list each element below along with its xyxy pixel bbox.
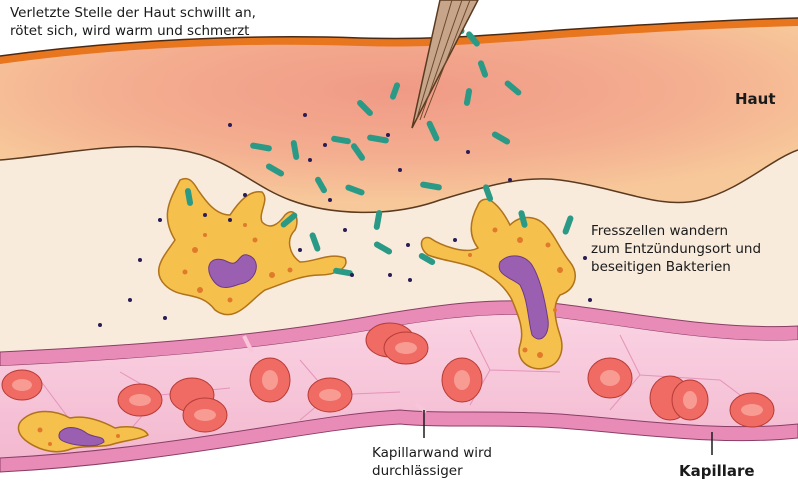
- bacterium: [562, 215, 574, 235]
- bacterium: [463, 88, 473, 106]
- bacterium: [491, 131, 511, 145]
- phagocyte-nucleus: [208, 254, 257, 288]
- red-blood-cell-highlights: [12, 342, 763, 421]
- bacterium: [315, 176, 327, 194]
- caption-line: durchlässiger: [372, 463, 463, 479]
- caption-line: Fresszellen wandern: [591, 223, 729, 239]
- bacterium: [389, 82, 401, 100]
- phagocyte-left: [158, 178, 347, 316]
- bacterium: [250, 142, 272, 152]
- bacterium: [426, 120, 440, 142]
- caption-line: beseitigen Bakterien: [591, 259, 731, 275]
- caption-phagocytes: Fresszellen wandern zum Entzündungsort u…: [591, 222, 761, 276]
- capillary-wall-bottom: [0, 409, 798, 473]
- bacterium: [477, 60, 489, 78]
- phagocyte-right: [420, 198, 576, 370]
- caption-line: rötet sich, wird warm und schmerzt: [10, 23, 250, 39]
- caption-line: Kapillarwand wird: [372, 445, 492, 461]
- caption-line: zum Entzündungsort und: [591, 241, 762, 257]
- bacterium: [345, 184, 365, 196]
- caption-injury-symptoms: Verletzte Stelle der Haut schwillt an, r…: [10, 4, 256, 40]
- phagocyte-nucleus: [58, 427, 105, 447]
- bacterium: [418, 253, 436, 265]
- skin-lower-boundary: [0, 145, 798, 214]
- caption-capillary-wall: Kapillarwand wird durchlässiger: [372, 444, 492, 480]
- particles: [98, 106, 592, 327]
- bacterium: [367, 134, 389, 144]
- phagocyte-in-capillary: [17, 410, 149, 453]
- bacterium: [504, 80, 522, 96]
- label-haut: Haut: [735, 90, 776, 108]
- caption-line: Verletzte Stelle der Haut schwillt an,: [10, 5, 256, 21]
- bacterium: [373, 241, 393, 255]
- skin-layer: [0, 24, 798, 213]
- bacterium: [309, 232, 321, 252]
- bacterium: [357, 100, 373, 116]
- bacterium: [265, 163, 285, 177]
- bacterium: [290, 140, 300, 160]
- bacterium: [333, 267, 353, 277]
- skin-outer-band: [0, 18, 798, 64]
- bacterium: [518, 210, 528, 228]
- bacterium: [466, 31, 480, 47]
- bacterium: [482, 184, 494, 202]
- needle: [411, 0, 479, 129]
- bacterium: [350, 143, 366, 161]
- phagocyte-nucleus: [498, 255, 549, 340]
- bacterium: [184, 188, 194, 206]
- bacterium: [373, 210, 383, 230]
- bacterium: [280, 212, 298, 228]
- capillary-wall-top: [0, 300, 798, 367]
- label-kapillare: Kapillare: [679, 462, 755, 480]
- bacterium: [331, 135, 351, 145]
- bacterium: [420, 181, 442, 191]
